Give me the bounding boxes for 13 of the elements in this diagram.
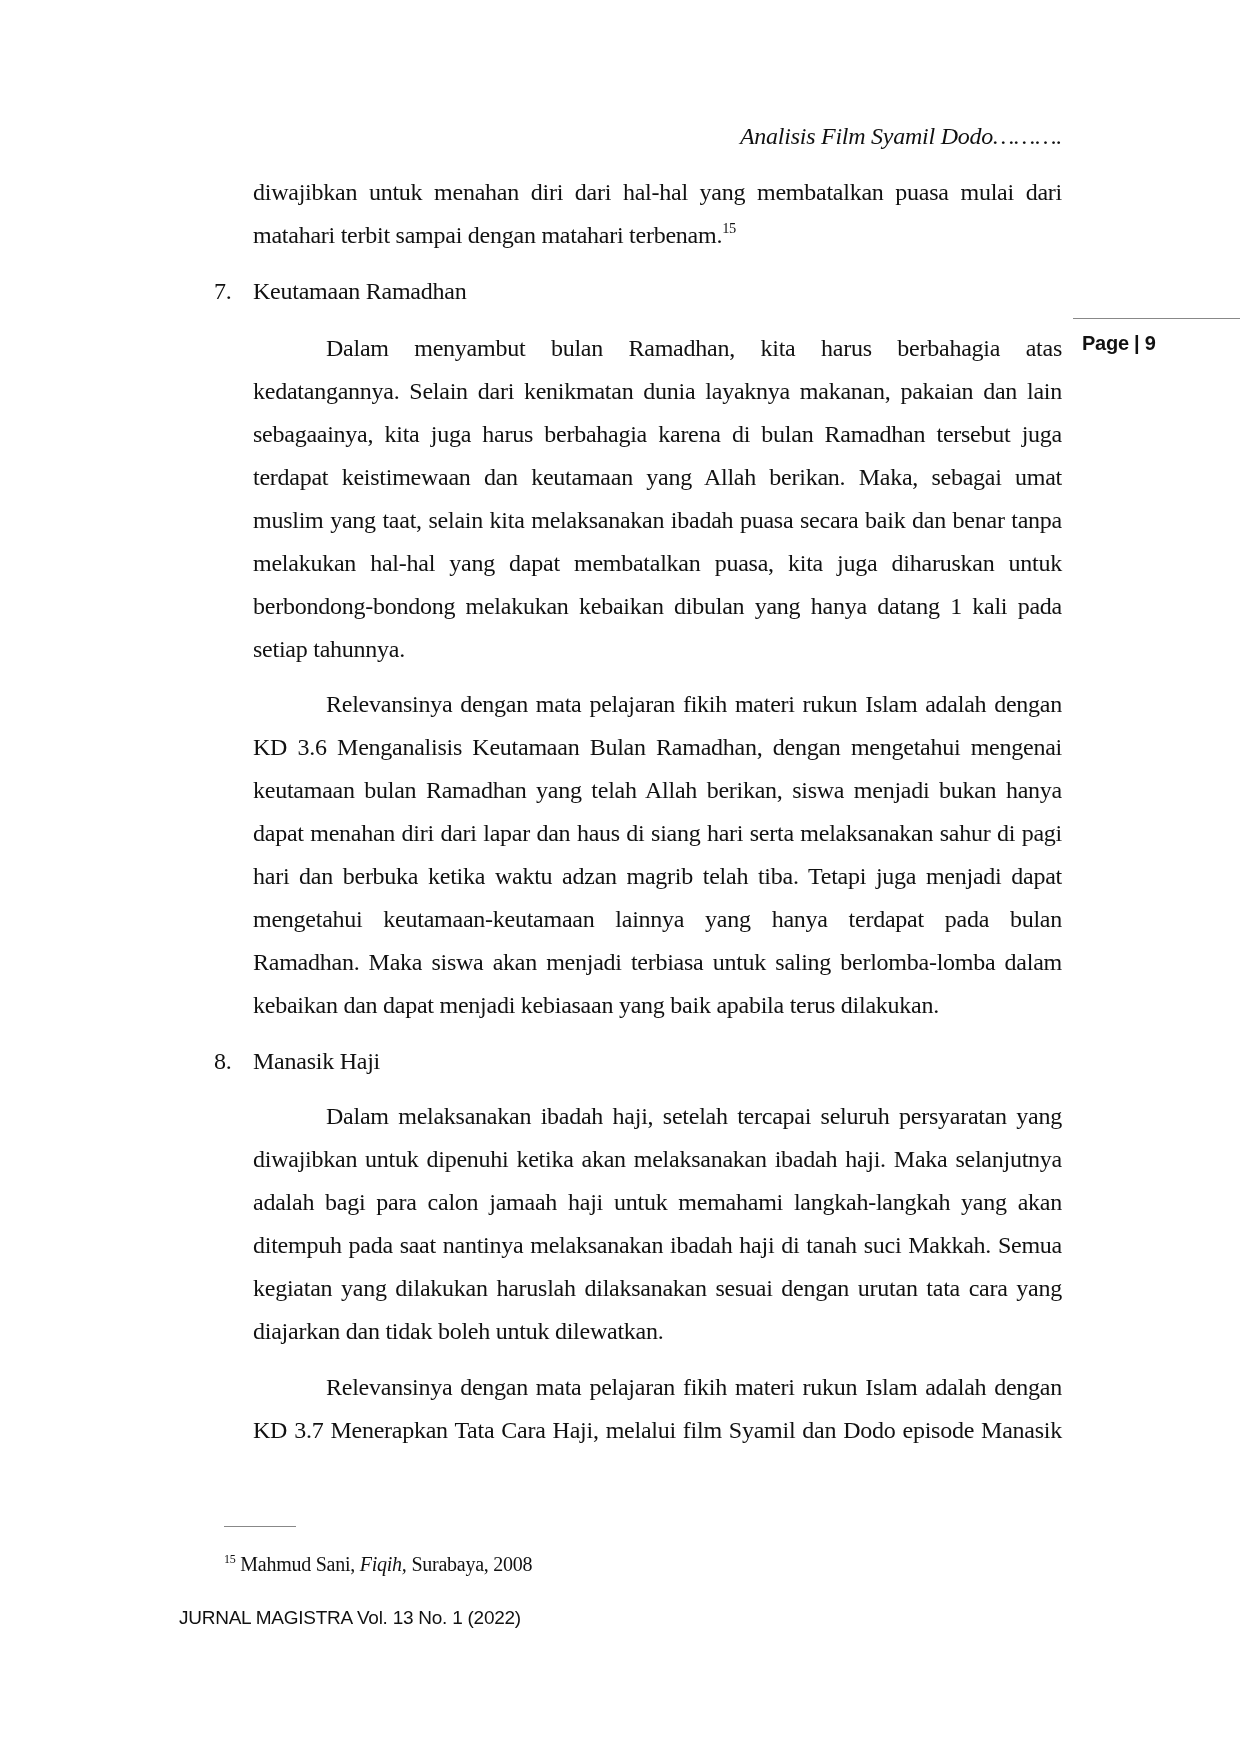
paragraph: Relevansinya dengan mata pelajaran fikih materi rukun Islam adalah dengan KD 3.7 Menerapkan Tata Cara Haji, melalui film Syamil dan Dodo episode Manasik <box>253 1373 1062 1445</box>
journal-footer: JURNAL MAGISTRA Vol. 13 No. 1 (2022) <box>179 1604 521 1632</box>
footnote: $^{15}$ Mahmud Sani, Fiqih, Surabaya, 2008 <box>224 1550 533 1578</box>
list-number: 7. <box>214 277 232 306</box>
section-heading: Keutamaan Ramadhan <box>253 277 467 306</box>
page-number: Page | 9 <box>1082 331 1156 356</box>
paragraph: diwajibkan untuk menahan diri dari hal-hal yang membatalkan puasa mulai dari matahari terbit sampai dengan matahari terbenam.$^{15}$ <box>253 178 1062 250</box>
running-header: Analisis Film Syamil Dodo………. <box>738 122 1062 151</box>
paragraph: Dalam melaksanakan ibadah haji, setelah tercapai seluruh persyaratan yang diwajibkan untuk dipenuhi ketika akan melaksanakan ibadah haji. Maka selanjutnya adalah bagi para calon jamaah haji untuk memahami langkah-langkah yang akan ditempuh pada saat nantinya melaksanakan ibadah haji di tanah suci Makkah. Semua kegiatan yang dilakukan haruslah dilaksanakan sesuai dengan urutan tata cara yang diajarkan dan tidak boleh untuk dilewatkan. <box>253 1102 1062 1346</box>
paragraph: Dalam menyambut bulan Ramadhan, kita harus berbahagia atas kedatangannya. Selain dari kenikmatan dunia layaknya makanan, pakaian dan lain sebagaainya, kita juga harus berbahagia karena di bulan Ramadhan tersebut juga terdapat keistimewaan dan keutamaan yang Allah berikan. Maka, sebagai umat muslim yang taat, selain kita melaksanakan ibadah puasa secara baik dan benar tanpa melakukan hal-hal yang dapat membatalkan puasa, kita juga diharuskan untuk berbondong-bondong melakukan kebaikan dibulan yang hanya datang 1 kali pada setiap tahunnya. <box>253 334 1062 664</box>
list-number: 8. <box>214 1047 232 1076</box>
paragraph: Relevansinya dengan mata pelajaran fikih materi rukun Islam adalah dengan KD 3.6 Menganalisis Keutamaan Bulan Ramadhan, dengan mengetahui mengenai keutamaan bulan Ramadhan yang telah Allah berikan, siswa menjadi bukan hanya dapat menahan diri dari lapar dan haus di siang hari serta melaksanakan sahur di pagi hari dan berbuka ketika waktu adzan magrib telah tiba. Tetapi juga menjadi dapat mengetahui keutamaan-keutamaan lainnya yang hanya terdapat pada bulan Ramadhan. Maka siswa akan menjadi terbiasa untuk saling berlomba-lomba dalam kebaikan dan dapat menjadi kebiasaan yang baik apabila terus dilakukan. <box>253 690 1062 1020</box>
section-heading: Manasik Haji <box>253 1047 380 1076</box>
